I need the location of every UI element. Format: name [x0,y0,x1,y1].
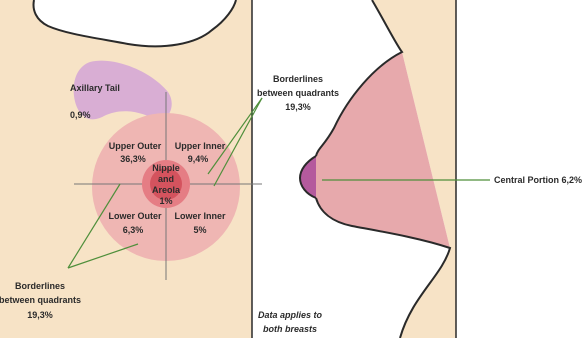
lower-outer-title: Lower Outer [108,211,162,221]
axillary-tail-value: 0,9% [70,110,91,120]
nipple-line2: and [158,174,174,184]
nipple-line1: Nipple [152,163,180,173]
upper-inner-title: Upper Inner [175,141,226,151]
upper-outer-title: Upper Outer [109,141,162,151]
lower-inner-title: Lower Inner [174,211,226,221]
upper-inner-value: 9,4% [188,154,209,164]
nipple-line3: Areola [152,185,181,195]
lower-inner-value: 5% [193,225,206,235]
borderlines-top-line1: Borderlines [273,74,323,84]
borderlines-bottom-line1: Borderlines [15,281,65,291]
borderlines-top-value: 19,3% [285,102,311,112]
upper-outer-value: 36,3% [120,154,146,164]
axillary-tail-title: Axillary Tail [70,83,120,93]
note-line1: Data applies to [258,310,323,320]
lower-outer-value: 6,3% [123,225,144,235]
side-view [300,0,490,338]
borderlines-bottom-value: 19,3% [27,310,53,320]
borderlines-top-line2: between quadrants [257,88,339,98]
nipple-value: 1% [159,196,172,206]
borderlines-bottom-line2: between quadrants [0,295,81,305]
central-portion-label: Central Portion 6,2% [494,175,582,185]
note-line2: both breasts [263,324,317,334]
